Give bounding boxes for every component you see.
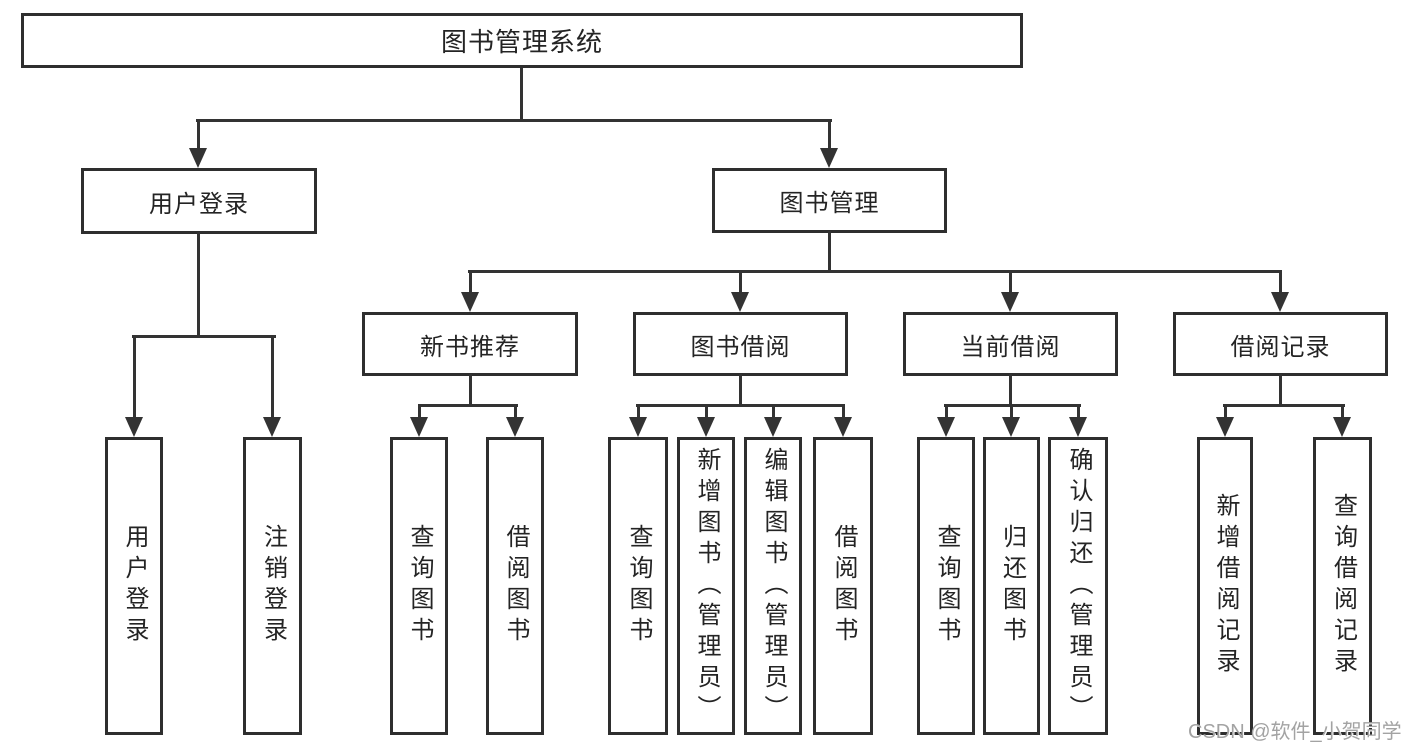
leaf-query-borrow-record: 查询借阅记录	[1313, 437, 1372, 735]
node-user-login: 用户登录	[81, 168, 317, 234]
connector	[1009, 374, 1012, 407]
connector	[469, 374, 472, 407]
arrow-down-icon	[764, 417, 782, 437]
node-new-book-recommend: 新书推荐	[362, 312, 578, 376]
arrow-down-icon	[125, 417, 143, 437]
arrow-down-icon	[697, 417, 715, 437]
arrow-down-icon	[506, 417, 524, 437]
node-label: 查询图书	[933, 524, 960, 648]
node-label: 归还图书	[998, 524, 1026, 648]
connector	[772, 404, 775, 419]
node-label: 确认归还（管理员）	[1065, 446, 1092, 726]
connector	[197, 119, 200, 150]
connector	[636, 404, 845, 407]
node-book-management: 图书管理	[712, 168, 947, 233]
node-label: 用户登录	[121, 524, 148, 648]
leaf-query-books-borrowing: 查询图书	[608, 437, 668, 735]
connector	[1010, 404, 1013, 419]
connector	[271, 335, 274, 419]
node-label: 新书推荐	[420, 333, 520, 361]
node-label: 查询图书	[406, 524, 433, 648]
node-label: 新增图书（管理员）	[693, 446, 720, 726]
arrow-down-icon	[1002, 417, 1020, 437]
leaf-query-books-recommend: 查询图书	[390, 437, 448, 735]
arrow-down-icon	[1001, 292, 1019, 312]
connector	[842, 404, 845, 419]
connector	[739, 270, 742, 294]
node-label: 图书借阅	[690, 333, 791, 361]
csdn-watermark: CSDN @软件_小贺同学	[1188, 721, 1402, 743]
leaf-confirm-return-admin: 确认归还（管理员）	[1048, 437, 1108, 735]
node-label: 编辑图书（管理员）	[760, 446, 787, 726]
node-borrowing-records: 借阅记录	[1173, 312, 1388, 376]
connector	[705, 404, 708, 419]
connector	[1341, 404, 1344, 419]
arrow-down-icon	[820, 148, 838, 168]
arrow-down-icon	[937, 417, 955, 437]
connector	[828, 119, 831, 150]
connector	[1224, 404, 1227, 419]
arrow-down-icon	[1216, 417, 1234, 437]
node-label: 查询图书	[625, 524, 652, 648]
connector	[637, 404, 640, 419]
leaf-logout: 注销登录	[243, 437, 302, 735]
connector	[418, 404, 518, 407]
connector	[1279, 270, 1282, 294]
node-label: 借阅图书	[830, 524, 857, 648]
node-label: 当前借阅	[960, 333, 1061, 361]
node-label: 图书管理系统	[440, 27, 603, 57]
node-label: 借阅记录	[1230, 333, 1331, 361]
connector	[945, 404, 948, 419]
connector	[1009, 270, 1012, 294]
arrow-down-icon	[1069, 417, 1087, 437]
connector	[1077, 404, 1080, 419]
arrow-down-icon	[1271, 292, 1289, 312]
arrow-down-icon	[731, 292, 749, 312]
arrow-down-icon	[461, 292, 479, 312]
connector	[520, 68, 523, 120]
node-label: 图书管理	[779, 190, 880, 217]
leaf-query-books-current: 查询图书	[917, 437, 975, 735]
node-label: 新增借阅记录	[1212, 493, 1239, 679]
node-label: 注销登录	[259, 524, 287, 648]
node-library-management-system: 图书管理系统	[21, 13, 1023, 68]
arrow-down-icon	[629, 417, 647, 437]
connector	[828, 231, 831, 272]
leaf-add-book-admin: 新增图书（管理员）	[677, 437, 735, 735]
leaf-borrow-books-borrowing: 借阅图书	[813, 437, 873, 735]
connector	[133, 335, 136, 419]
node-label: 查询借阅记录	[1329, 493, 1357, 679]
arrow-down-icon	[189, 148, 207, 168]
arrow-down-icon	[834, 417, 852, 437]
leaf-edit-book-admin: 编辑图书（管理员）	[744, 437, 802, 735]
connector	[469, 270, 472, 294]
connector	[1223, 404, 1345, 407]
connector	[1279, 374, 1282, 407]
connector	[132, 335, 276, 338]
connector	[418, 404, 421, 419]
node-current-borrowing: 当前借阅	[903, 312, 1118, 376]
leaf-user-login: 用户登录	[105, 437, 163, 735]
leaf-borrow-books-recommend: 借阅图书	[486, 437, 544, 735]
arrow-down-icon	[263, 417, 281, 437]
connector	[514, 404, 517, 419]
connector	[196, 119, 832, 122]
node-label: 借阅图书	[502, 524, 529, 648]
arrow-down-icon	[1333, 417, 1351, 437]
node-label: 用户登录	[149, 190, 249, 218]
connector	[739, 374, 742, 407]
node-book-borrowing: 图书借阅	[633, 312, 848, 376]
arrow-down-icon	[410, 417, 428, 437]
connector	[197, 232, 200, 338]
leaf-return-book: 归还图书	[983, 437, 1040, 735]
leaf-add-borrow-record: 新增借阅记录	[1197, 437, 1253, 735]
connector	[468, 270, 1282, 273]
